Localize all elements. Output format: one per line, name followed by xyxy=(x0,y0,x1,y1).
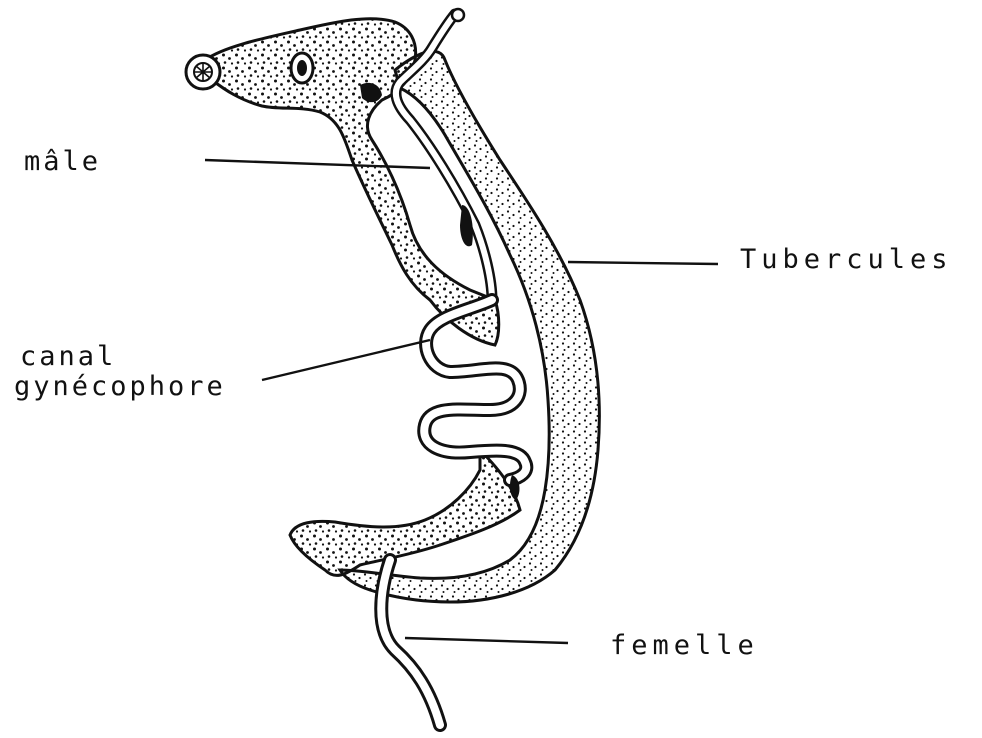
male-worm xyxy=(186,19,520,576)
label-canal-line2: gynécophore xyxy=(14,371,226,402)
label-tubercles: Tubercules xyxy=(740,244,953,275)
leader-female xyxy=(405,638,568,643)
label-male: mâle xyxy=(24,146,101,177)
ventral-sucker xyxy=(291,53,313,83)
male-lower-body xyxy=(290,450,520,575)
leader-male xyxy=(205,160,430,168)
label-canal-line1: canal xyxy=(20,341,116,372)
leader-canal xyxy=(262,340,430,380)
oral-sucker xyxy=(186,55,220,89)
leader-tubercles xyxy=(568,262,718,264)
label-female: femelle xyxy=(610,630,759,661)
